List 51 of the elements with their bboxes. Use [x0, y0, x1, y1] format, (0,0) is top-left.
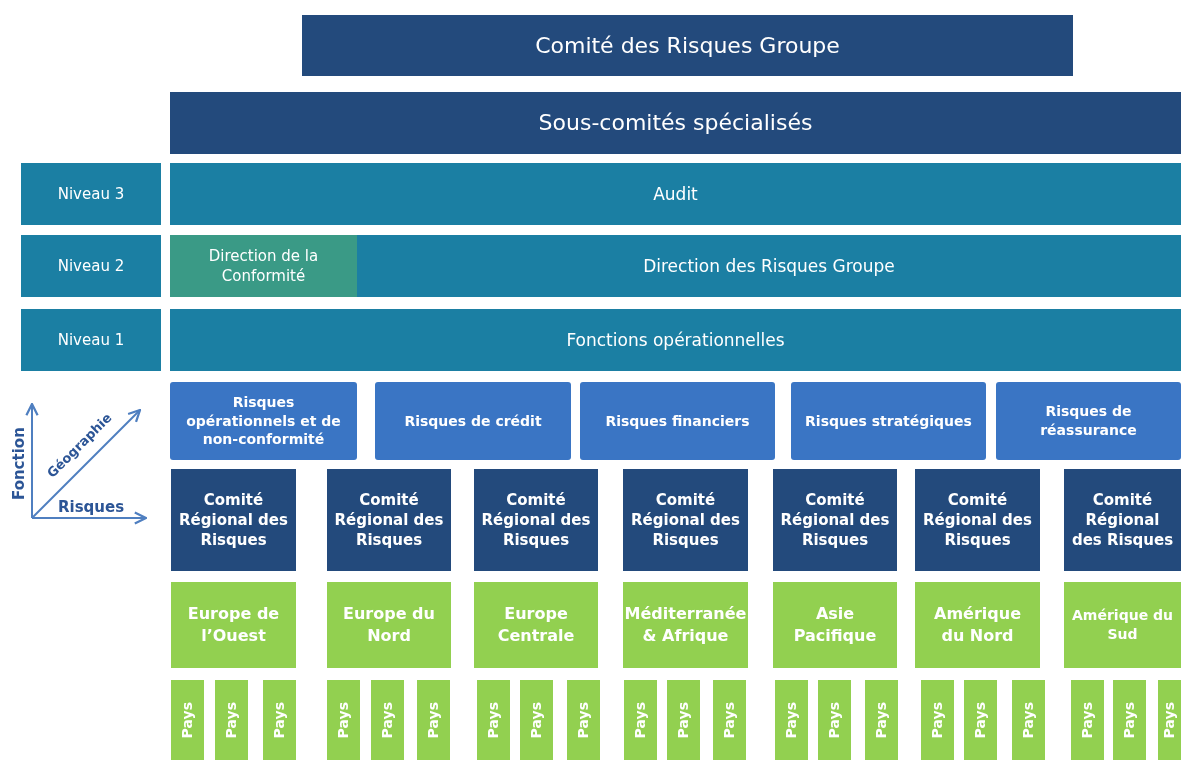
- country-box: Pays: [713, 680, 746, 760]
- subcommittee-banner: Sous-comités spécialisés: [170, 92, 1181, 154]
- region-box: Asie Pacifique: [773, 582, 897, 668]
- function-box: Direction de la Conformité: [170, 235, 357, 297]
- risk-category-box: Risques stratégiques: [791, 382, 986, 460]
- axis-label: Fonction: [10, 427, 28, 500]
- country-box: Pays: [964, 680, 997, 760]
- country-box: Pays: [1071, 680, 1104, 760]
- country-box: Pays: [775, 680, 808, 760]
- country-box: Pays: [327, 680, 360, 760]
- country-box: Pays: [417, 680, 450, 760]
- country-box: Pays: [263, 680, 296, 760]
- country-box: Pays: [921, 680, 954, 760]
- region-box: Amérique du Nord: [915, 582, 1040, 668]
- risk-category-box: Risques de crédit: [375, 382, 571, 460]
- country-box: Pays: [215, 680, 248, 760]
- region-box: Europe du Nord: [327, 582, 451, 668]
- country-box: Pays: [1113, 680, 1146, 760]
- country-box: Pays: [865, 680, 898, 760]
- function-band: Direction des Risques Groupe: [357, 235, 1181, 297]
- committee-box: Comité Régional des Risques: [474, 469, 598, 571]
- level-box: Niveau 2: [21, 235, 161, 297]
- risk-category-box: Risques opérationnels et de non-conformité: [170, 382, 357, 460]
- country-box: Pays: [667, 680, 700, 760]
- country-box: Pays: [477, 680, 510, 760]
- region-box: Amérique du Sud: [1064, 582, 1181, 668]
- function-band: Audit: [170, 163, 1181, 225]
- region-box: Europe Centrale: [474, 582, 598, 668]
- region-box: Europe de l’Ouest: [171, 582, 296, 668]
- committee-box: Comité Régional des Risques: [327, 469, 451, 571]
- country-box: Pays: [567, 680, 600, 760]
- committee-box: Comité Régional des Risques: [1064, 469, 1181, 571]
- axis-label: Risques: [58, 498, 125, 516]
- risk-category-box: Risques de réassurance: [996, 382, 1181, 460]
- country-box: Pays: [1012, 680, 1045, 760]
- level-box: Niveau 1: [21, 309, 161, 371]
- region-box: Méditerranée & Afrique: [623, 582, 748, 668]
- committee-box: Comité Régional des Risques: [623, 469, 748, 571]
- level-box: Niveau 3: [21, 163, 161, 225]
- country-box: Pays: [818, 680, 851, 760]
- country-box: Pays: [371, 680, 404, 760]
- function-band: Fonctions opérationnelles: [170, 309, 1181, 371]
- risk-category-box: Risques financiers: [580, 382, 775, 460]
- committee-box: Comité Régional des Risques: [915, 469, 1040, 571]
- country-box: Pays: [171, 680, 204, 760]
- committee-box: Comité Régional des Risques: [171, 469, 296, 571]
- country-box: Pays: [1158, 680, 1181, 760]
- country-box: Pays: [520, 680, 553, 760]
- committee-box: Comité Régional des Risques: [773, 469, 897, 571]
- committee-banner: Comité des Risques Groupe: [302, 15, 1073, 76]
- country-box: Pays: [624, 680, 657, 760]
